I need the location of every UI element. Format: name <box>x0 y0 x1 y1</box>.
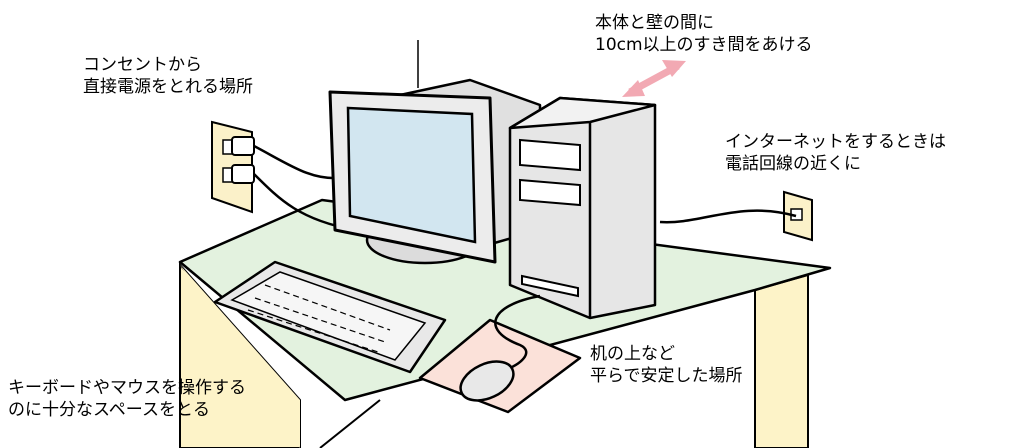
power-outlet-icon <box>211 120 255 214</box>
wall-gap-label: 本体と壁の間に 10cm以上のすき間をあける <box>595 12 813 56</box>
desk-sides <box>179 262 809 448</box>
internet-label-line2: 電話回線の近くに <box>725 154 861 174</box>
mouse-cable <box>494 294 541 372</box>
phone-cable <box>659 209 797 224</box>
keyboard-label-line1: キーボードやマウスを操作する <box>8 378 246 398</box>
monitor-screen <box>346 106 477 244</box>
outlet-label-line2: 直接電源をとれる場所 <box>83 77 253 97</box>
desk-surface-label: 机の上など 平らで安定した場所 <box>590 343 743 387</box>
gap-label-line2: 10cm以上のすき間をあける <box>595 35 813 55</box>
desk-label-line1: 机の上など <box>590 344 675 364</box>
double-arrow-icon <box>622 60 686 97</box>
keyboard <box>213 260 447 374</box>
keyboard-label-line2: のに十分なスペースをとる <box>8 400 210 420</box>
mouse <box>459 360 515 402</box>
outlet-label-line1: コンセントから <box>83 55 202 75</box>
outlet-location-label: コンセントから 直接電源をとれる場所 <box>83 54 253 98</box>
internet-location-label: インターネットをするときは 電話回線の近くに <box>725 131 946 175</box>
phone-jack-icon <box>783 190 813 242</box>
keyboard-space-label: キーボードやマウスを操作する のに十分なスペースをとる <box>8 377 246 421</box>
desk-label-line2: 平らで安定した場所 <box>590 366 743 386</box>
gap-label-line1: 本体と壁の間に <box>595 13 714 33</box>
internet-label-line1: インターネットをするときは <box>725 132 946 152</box>
pc-tower <box>508 96 657 320</box>
